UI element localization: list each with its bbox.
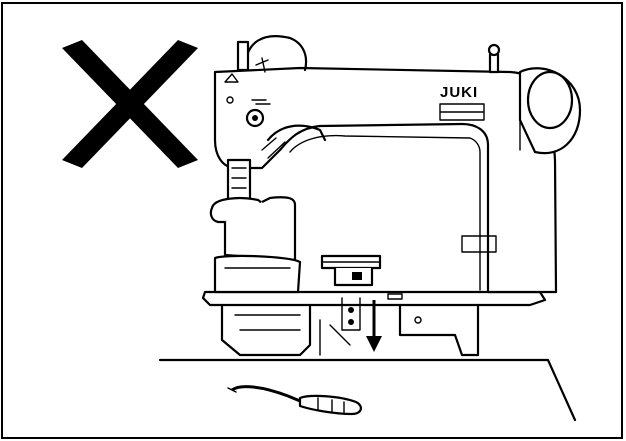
- thread-stand-knob: [487, 43, 501, 74]
- cylinder-bed: [223, 196, 297, 262]
- table-surface: [158, 358, 577, 422]
- cylinder-base: [213, 254, 302, 294]
- side-plate: [461, 235, 497, 253]
- x-cross-icon: [62, 40, 198, 168]
- under-bed-left: [220, 303, 312, 357]
- screwdriver-icon: [227, 385, 362, 416]
- down-arrow-icon: [366, 300, 382, 352]
- hand-wheel: [518, 67, 582, 155]
- under-bed-right: [398, 303, 480, 357]
- brand-label: JUKI: [440, 84, 478, 101]
- sewing-machine-illustration: JUKI: [201, 35, 582, 357]
- feed-mechanism: [320, 254, 403, 331]
- thread-guide-top: [243, 35, 308, 72]
